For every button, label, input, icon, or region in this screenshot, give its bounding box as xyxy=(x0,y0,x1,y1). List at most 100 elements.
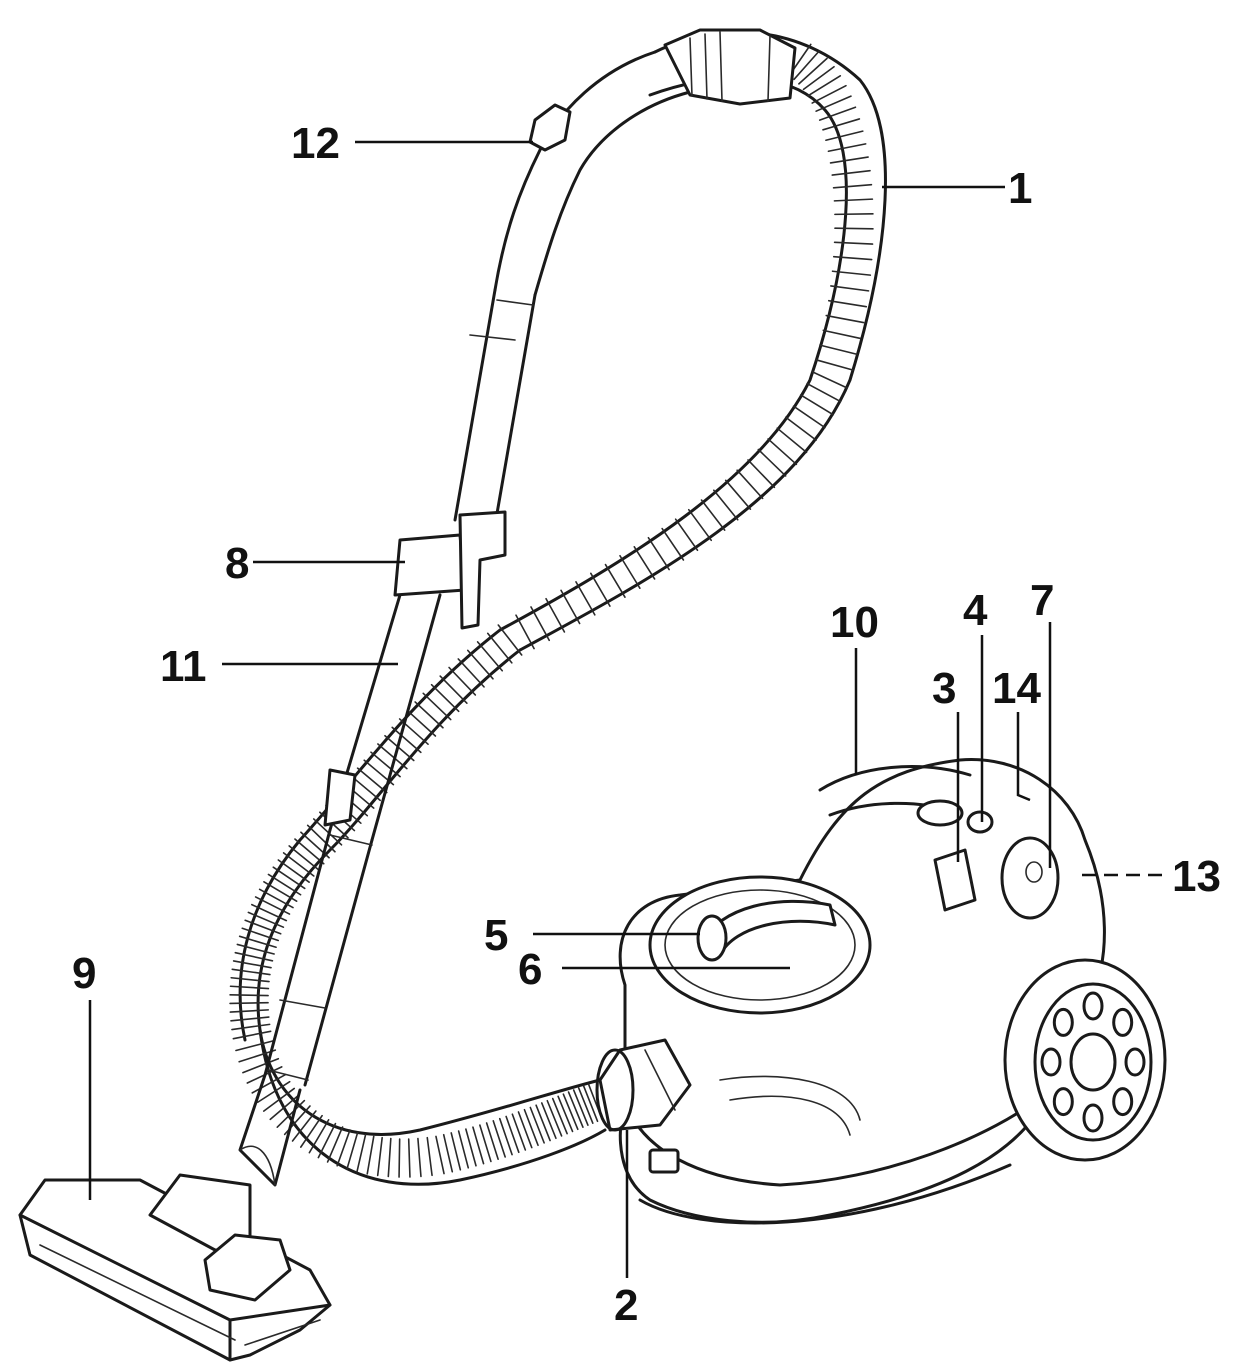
hose-rib xyxy=(336,1129,351,1167)
floor-nozzle xyxy=(18,1173,332,1362)
hose-rib xyxy=(272,866,306,890)
hose-rib xyxy=(713,489,739,521)
callout-1: 1 xyxy=(1008,164,1032,213)
hose-rib xyxy=(619,554,641,589)
callout-4: 4 xyxy=(963,586,988,635)
hose-rib xyxy=(448,666,477,696)
hose-rib xyxy=(306,824,336,853)
hose-rib xyxy=(575,581,596,616)
hose-rib xyxy=(633,546,656,580)
hose-rib xyxy=(414,701,444,729)
hose-rib xyxy=(317,1122,337,1159)
callout-8: 8 xyxy=(225,539,249,588)
hose-rib xyxy=(736,469,764,500)
hose-rib xyxy=(572,1089,589,1126)
callout-13: 13 xyxy=(1172,852,1221,901)
hose-rib xyxy=(294,838,325,865)
hose-rib xyxy=(350,775,382,802)
hose-rib xyxy=(784,416,817,441)
hose-rib xyxy=(674,518,699,552)
hose-rib xyxy=(406,709,437,737)
hose-rib xyxy=(263,881,298,902)
hose-rib xyxy=(231,1023,271,1031)
hose-rib xyxy=(435,1135,445,1175)
hose-rib xyxy=(472,1126,485,1165)
hose-rib xyxy=(430,683,460,713)
hose-rib xyxy=(577,1087,594,1124)
hose-rib xyxy=(229,1001,269,1005)
hose-rib xyxy=(299,1114,323,1148)
hose-rib xyxy=(492,1120,506,1158)
hose-rib xyxy=(832,255,873,261)
hose-rib xyxy=(442,1133,454,1173)
hose-rib xyxy=(267,873,302,896)
hose-rib xyxy=(687,508,713,542)
rear-wheel xyxy=(1003,958,1167,1162)
hose-rib xyxy=(277,859,310,883)
hose-rib xyxy=(825,314,865,324)
hose-rib xyxy=(308,1119,330,1154)
hose-rib xyxy=(815,359,854,371)
hose-rib xyxy=(387,1137,392,1178)
hose-rib xyxy=(831,270,872,276)
callout-7: 7 xyxy=(1030,576,1054,625)
callout-9: 9 xyxy=(72,949,96,998)
hose-rib xyxy=(234,951,274,962)
callout-14: 14 xyxy=(992,664,1041,713)
hose-rib xyxy=(831,169,871,176)
hose-rib xyxy=(417,1137,422,1178)
hose-rib xyxy=(288,845,320,871)
hose-rib xyxy=(269,1093,300,1121)
hose-rib xyxy=(819,344,858,356)
hose-rib xyxy=(276,1099,306,1128)
hose-rib xyxy=(834,227,874,230)
callout-11: 11 xyxy=(160,642,207,691)
hose-rib xyxy=(827,299,868,308)
hose-rib xyxy=(229,994,269,997)
handle-and-wand xyxy=(238,28,797,1187)
leader-14 xyxy=(1016,712,1031,802)
wheel-hole xyxy=(1052,1087,1074,1117)
hose-rib xyxy=(818,106,857,121)
hose-rib xyxy=(517,1111,533,1149)
hose-rib xyxy=(806,382,842,403)
hose-rib xyxy=(254,896,291,915)
callout-2: 2 xyxy=(614,1281,638,1330)
hose-rib xyxy=(230,976,270,983)
hose-rib xyxy=(256,1080,291,1104)
hose-rib xyxy=(232,1030,272,1040)
hose-rib xyxy=(485,1122,499,1161)
hose-rib xyxy=(815,95,852,112)
hose-rib xyxy=(236,943,275,955)
wheel-hole xyxy=(1082,991,1104,1021)
hose-rib xyxy=(757,448,787,477)
hose-rib xyxy=(238,1049,277,1063)
hose-rib xyxy=(747,459,776,489)
hose-rib xyxy=(366,1135,375,1175)
hose-rib xyxy=(604,563,626,599)
hose-rib xyxy=(830,285,870,292)
hose-rib xyxy=(647,536,670,571)
callout-3: 3 xyxy=(932,664,956,713)
hose-rib xyxy=(398,1138,401,1178)
hose-rib xyxy=(811,371,849,389)
hose-rib xyxy=(582,1085,599,1123)
hose-rib xyxy=(822,118,861,131)
hose-rib xyxy=(515,614,535,650)
hose-rib xyxy=(439,675,468,704)
hose-rib xyxy=(551,1097,568,1135)
hose-rib xyxy=(262,1087,296,1112)
callout-12: 12 xyxy=(291,119,340,168)
hose-rib xyxy=(523,1108,539,1147)
hose-rib xyxy=(540,1102,557,1140)
hose-rib xyxy=(377,743,408,770)
hose-rib xyxy=(384,734,415,762)
hose-rib xyxy=(238,935,277,949)
hose-rib xyxy=(251,1073,287,1094)
callout-5: 5 xyxy=(484,911,508,960)
hose-rib xyxy=(833,241,874,245)
hose-rib xyxy=(793,50,821,81)
hose-rib xyxy=(530,606,551,642)
hose-rib xyxy=(529,1106,545,1144)
